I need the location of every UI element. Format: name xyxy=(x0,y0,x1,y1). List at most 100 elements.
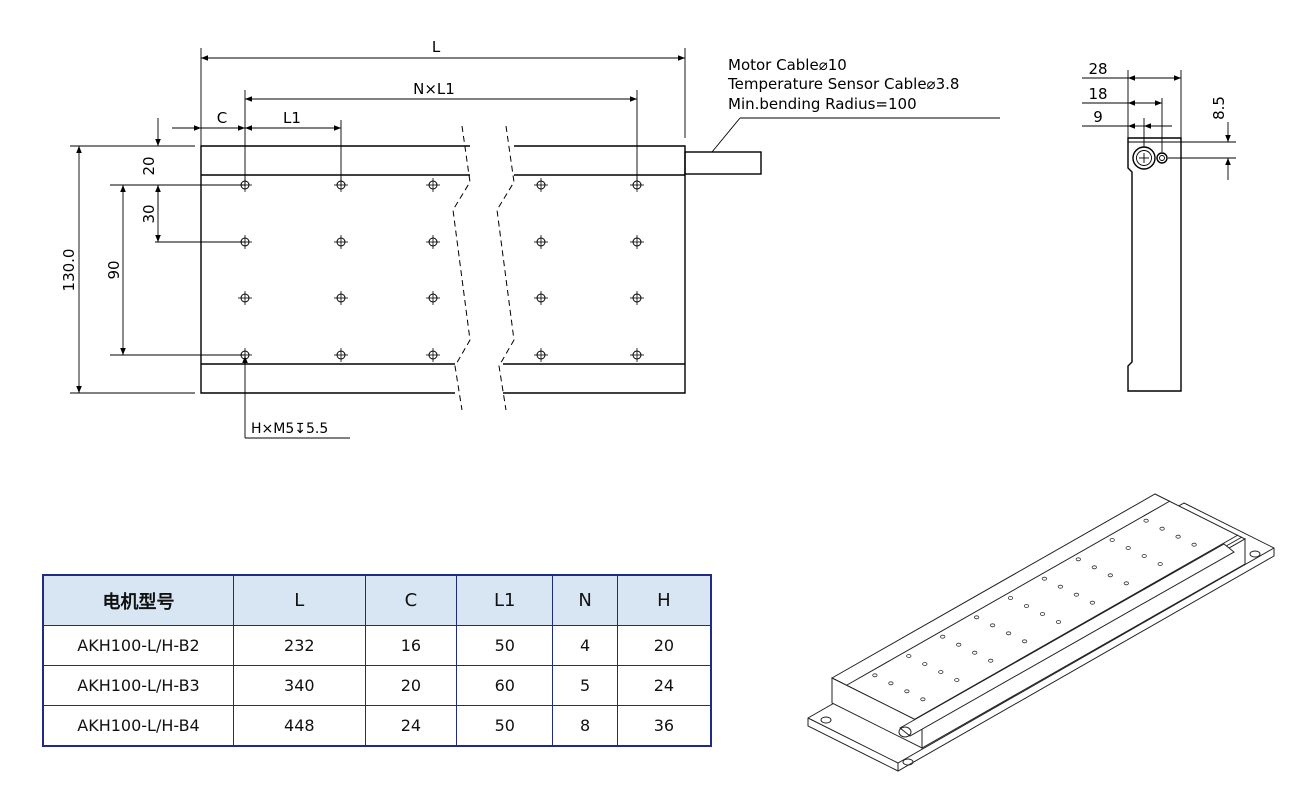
iso-hole xyxy=(1075,557,1081,562)
cell-h: 24 xyxy=(616,665,712,706)
iso-hole xyxy=(938,670,944,674)
side-dim-18: 18 xyxy=(1088,85,1107,103)
mounting-hole xyxy=(630,348,644,362)
dim-90-label: 90 xyxy=(105,260,123,279)
mounting-hole xyxy=(334,235,348,249)
iso-hole xyxy=(988,658,994,663)
dim-30-label: 30 xyxy=(140,204,158,223)
iso-hole xyxy=(954,678,960,682)
spec-table: 电机型号 L C L1 N H AKH100-L/H-B2 232 16 50 … xyxy=(42,574,712,747)
header-c: C xyxy=(364,574,458,626)
mounting-hole xyxy=(534,235,548,249)
hole-callout-label: H×M5↧5.5 xyxy=(251,421,328,437)
cell-l: 340 xyxy=(233,665,366,706)
mounting-hole xyxy=(238,291,252,305)
mounting-hole xyxy=(630,291,644,305)
dim-l-label: L xyxy=(432,38,441,56)
cell-model: AKH100-L/H-B2 xyxy=(42,625,234,666)
header-l1: L1 xyxy=(456,574,554,626)
cable-note-line-3: Min.bending Radius=100 xyxy=(728,95,917,113)
front-view xyxy=(200,117,1000,411)
cell-h: 20 xyxy=(616,625,712,666)
iso-hole xyxy=(1039,612,1046,616)
iso-hole xyxy=(1175,534,1181,539)
mounting-holes xyxy=(238,178,644,362)
side-dim-9: 9 xyxy=(1093,108,1103,126)
cell-h: 36 xyxy=(616,705,712,747)
iso-hole xyxy=(1123,581,1129,586)
cable-note-line-2: Temperature Sensor Cable⌀3.8 xyxy=(727,75,959,93)
mounting-hole xyxy=(630,235,644,249)
iso-hole xyxy=(1157,562,1163,566)
table-row: AKH100-L/H-B3 340 20 60 5 24 xyxy=(42,665,712,706)
iso-hole xyxy=(1091,565,1097,570)
cell-c: 24 xyxy=(364,705,458,747)
mounting-hole xyxy=(534,348,548,362)
table-row: AKH100-L/H-B4 448 24 50 8 36 xyxy=(42,705,712,747)
side-dim-8-5: 8.5 xyxy=(1210,96,1228,120)
iso-hole xyxy=(1057,584,1064,589)
iso-hole xyxy=(1125,546,1131,550)
iso-hole xyxy=(1143,518,1149,523)
iso-hole xyxy=(1073,592,1080,597)
iso-hole xyxy=(1109,538,1115,542)
iso-hole xyxy=(920,697,926,702)
dim-130-label: 130.0 xyxy=(60,249,78,292)
iso-hole xyxy=(1191,542,1197,547)
iso-hole xyxy=(1021,639,1028,644)
iso-hole xyxy=(1107,573,1113,578)
dim-l1-label: L1 xyxy=(283,109,301,127)
table-header-row: 电机型号 L C L1 N H xyxy=(42,574,712,626)
cell-l: 232 xyxy=(233,625,366,666)
iso-hole xyxy=(1005,631,1012,636)
cell-l: 448 xyxy=(233,705,366,747)
mounting-hole xyxy=(334,348,348,362)
mounting-hole xyxy=(534,178,548,192)
iso-hole xyxy=(973,615,980,620)
cell-model: AKH100-L/H-B4 xyxy=(42,705,234,747)
iso-hole xyxy=(1055,620,1062,624)
cell-c: 16 xyxy=(364,625,458,666)
cable-note-line-1: Motor Cable⌀10 xyxy=(728,56,847,74)
mounting-hole xyxy=(426,235,440,249)
table-row: AKH100-L/H-B2 232 16 50 4 20 xyxy=(42,625,712,666)
dimension-lines xyxy=(70,48,686,439)
cell-c: 20 xyxy=(364,665,458,706)
side-view: 28 18 9 8.5 xyxy=(1082,60,1236,392)
iso-hole xyxy=(872,673,878,678)
iso-hole xyxy=(989,623,996,628)
dim-nxl1-label: N×L1 xyxy=(413,80,455,98)
dim-c-label: C xyxy=(217,109,227,127)
iso-hole xyxy=(922,662,928,666)
iso-hole xyxy=(972,650,978,655)
cable-note: Motor Cable⌀10 Temperature Sensor Cable⌀… xyxy=(727,56,959,113)
dim-20-label: 20 xyxy=(140,156,158,175)
isometric-holes xyxy=(872,518,1197,702)
iso-hole xyxy=(1007,596,1014,600)
iso-hole xyxy=(888,681,894,686)
header-h: H xyxy=(616,574,712,626)
iso-hole xyxy=(956,642,962,647)
iso-hole xyxy=(1041,576,1048,581)
iso-hole xyxy=(1141,554,1147,558)
iso-hole xyxy=(1089,600,1096,605)
cell-n: 5 xyxy=(552,665,618,706)
mounting-hole xyxy=(426,178,440,192)
isometric-view xyxy=(807,493,1275,772)
header-n: N xyxy=(552,574,618,626)
dimension-labels: L N×L1 C L1 20 30 90 130.0 H×M5↧5.5 xyxy=(60,38,455,437)
mounting-hole xyxy=(534,291,548,305)
cell-n: 4 xyxy=(552,625,618,666)
iso-hole xyxy=(1023,604,1030,608)
cell-model: AKH100-L/H-B3 xyxy=(42,665,234,706)
cell-n: 8 xyxy=(552,705,618,747)
cell-l1: 60 xyxy=(456,665,554,706)
cell-l1: 50 xyxy=(456,625,554,666)
header-l: L xyxy=(233,574,366,626)
cell-l1: 50 xyxy=(456,705,554,747)
iso-hole xyxy=(906,654,912,658)
mounting-hole xyxy=(426,348,440,362)
side-dim-28: 28 xyxy=(1088,60,1107,78)
iso-hole xyxy=(904,689,910,694)
mounting-hole xyxy=(334,291,348,305)
